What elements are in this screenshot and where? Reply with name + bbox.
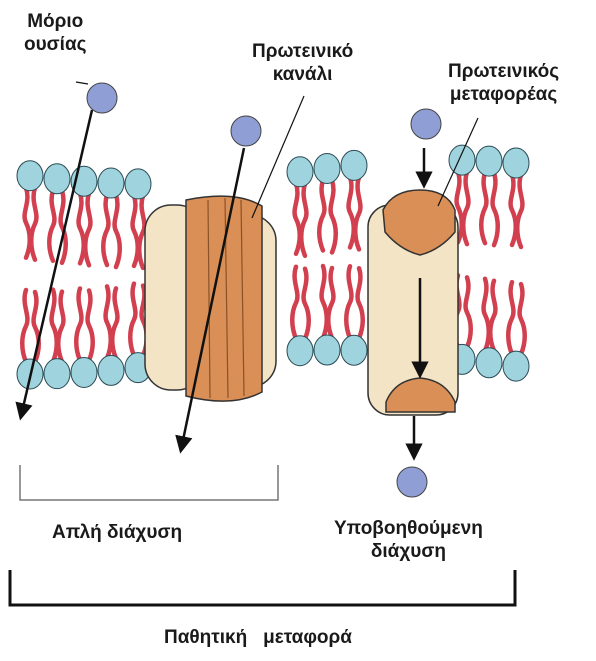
lipid-tail (22, 290, 27, 362)
lipid-head (476, 348, 502, 378)
lipid-head (314, 335, 340, 365)
lipid-head (98, 168, 124, 198)
lipid-head (287, 157, 313, 187)
lipid-tail (295, 184, 300, 254)
lipid-head (449, 145, 475, 175)
lipid-head (44, 359, 70, 389)
lipid-tail (493, 173, 498, 245)
lipid-head (503, 148, 529, 178)
lipid-tail (25, 188, 30, 258)
molecule-4 (397, 467, 427, 497)
lipid-tail (517, 175, 522, 247)
lipid-tail (331, 180, 336, 252)
lipid-tail (355, 177, 360, 249)
lipid-head (341, 335, 367, 365)
lipid-tail (58, 292, 63, 362)
lipid-tail (490, 281, 495, 351)
lipid-tail (133, 196, 138, 266)
lipid-tail (466, 277, 471, 347)
lipid-tail (301, 184, 306, 256)
lipid-tail (349, 177, 354, 247)
lipid-tail (52, 290, 57, 362)
lipid-head (476, 146, 502, 176)
label-carrier: Πρωτεινικός μεταφορέας (448, 60, 559, 106)
lipid-tail (328, 268, 333, 338)
lipid-tail (319, 180, 324, 250)
lipid-tail (85, 193, 90, 265)
label-molecule: Μόριο ουσίας (24, 10, 87, 56)
lipid-head (341, 150, 367, 180)
lipid-tail (76, 288, 81, 360)
lipid-tail (79, 193, 84, 263)
lipid-head (503, 351, 529, 381)
lipid-tail (88, 290, 93, 360)
lipid-tail (106, 286, 111, 358)
lipid-tail (139, 196, 144, 268)
lipid-tail (130, 284, 135, 356)
lipid-head (314, 153, 340, 183)
molecule-3 (411, 109, 441, 139)
label-simple-diffusion: Απλή διάχυση (52, 521, 182, 544)
lipid-tail (31, 188, 36, 260)
lipid-tail (508, 282, 513, 354)
label-facilitated-line2: διάχυση (334, 540, 483, 563)
lipid-tail (520, 284, 525, 354)
passive-transport-bracket (10, 570, 515, 605)
lipid-tail (463, 172, 468, 244)
label-passive-transport: Παθητική μεταφορά (164, 626, 352, 649)
lipid-tail (304, 269, 309, 339)
lipid-head (44, 164, 70, 194)
lipid-tail (511, 175, 516, 245)
protein-carrier (368, 190, 458, 415)
lipid-tail (484, 279, 489, 351)
lipid-tail (292, 267, 297, 339)
lipid-tail (112, 288, 117, 358)
molecule-2 (231, 116, 261, 146)
label-molecule-line2: ουσίας (24, 33, 87, 56)
label-channel: Πρωτεινικό κανάλι (252, 40, 353, 86)
label-channel-line2: κανάλι (252, 63, 353, 86)
lipid-tail (103, 195, 108, 265)
lipid-head (71, 357, 97, 387)
label-facilitated-diffusion: Υποβοηθούμενη διάχυση (334, 517, 483, 563)
label-carrier-line1: Πρωτεινικός (448, 60, 559, 83)
label-facilitated-line1: Υποβοηθούμενη (334, 517, 483, 540)
lipid-tail (346, 266, 351, 338)
molecule-1 (87, 83, 117, 113)
lipid-tail (481, 173, 486, 243)
lipid-head (17, 161, 43, 191)
label-molecule-line1: Μόριο (24, 10, 87, 33)
label-channel-line1: Πρωτεινικό (252, 40, 353, 63)
lipid-tail (322, 266, 327, 338)
label-carrier-line2: μεταφορέας (448, 83, 559, 106)
lipid-head (98, 355, 124, 385)
lipid-tail (115, 195, 120, 267)
lipid-tail (49, 191, 54, 261)
lipid-head (287, 336, 313, 366)
protein-channel (145, 196, 276, 401)
lipid-head (125, 169, 151, 199)
lipid-tail (358, 268, 363, 338)
simple-diffusion-bracket (20, 465, 278, 500)
